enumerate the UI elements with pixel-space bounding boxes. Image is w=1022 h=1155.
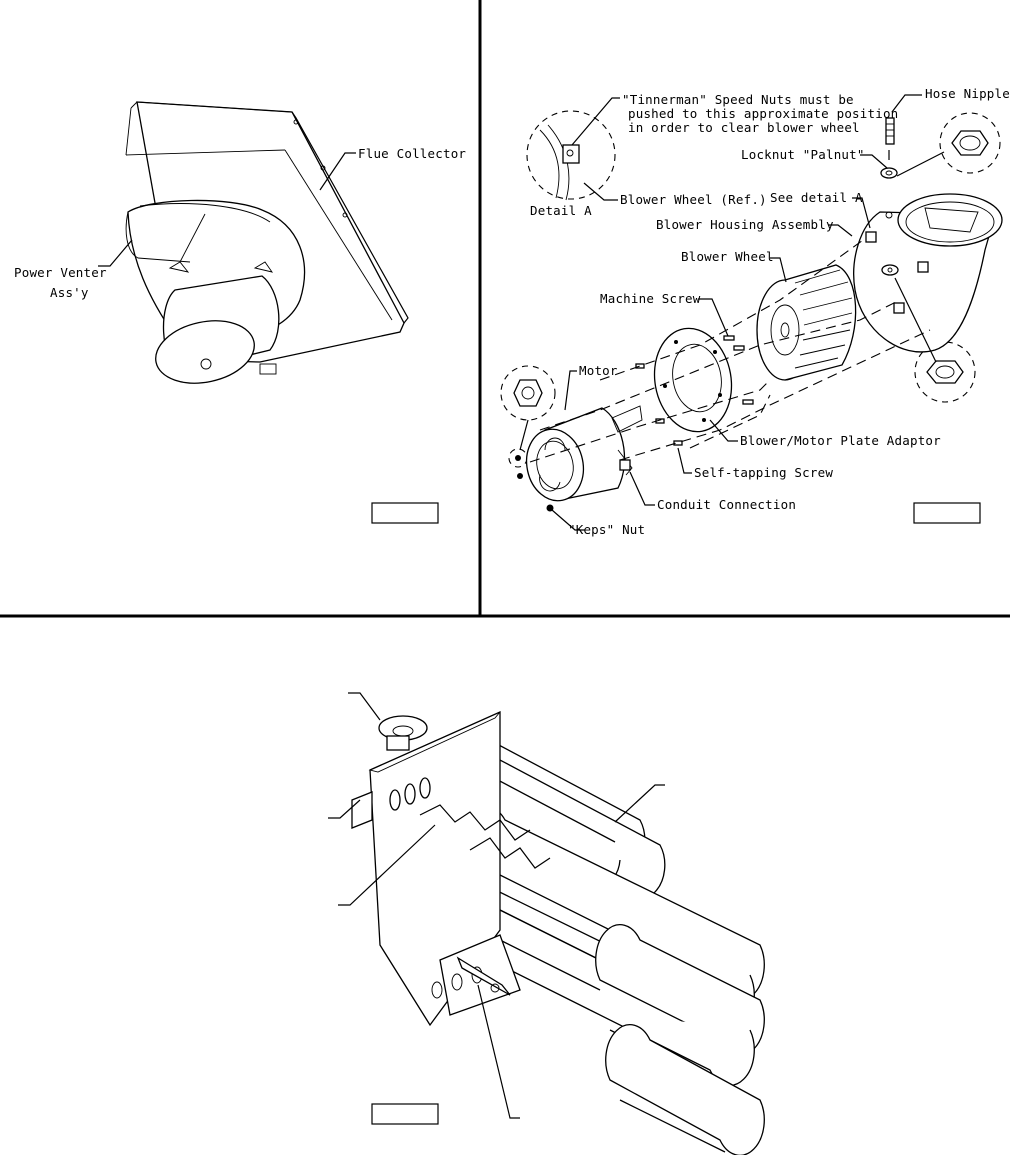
figure-box-left	[371, 502, 439, 524]
label-plate-adaptor: Blower/Motor Plate Adaptor	[740, 433, 941, 448]
label-conduit-connection: Conduit Connection	[657, 497, 796, 512]
blower-exploded-drawing	[500, 110, 1003, 512]
label-locknut: Locknut "Palnut"	[741, 147, 865, 162]
label-keps-nut: "Keps" Nut	[568, 522, 645, 537]
label-tinnerman-3: in order to clear blower wheel	[628, 120, 860, 135]
right-leaders	[519, 94, 945, 531]
label-tinnerman-1: "Tinnerman" Speed Nuts must be	[622, 92, 854, 107]
label-detail-a: Detail A	[530, 203, 592, 218]
label-self-tapping-screw: Self-tapping Screw	[694, 465, 833, 480]
panel-dividers	[0, 0, 1010, 618]
label-power-venter: Power Venter	[14, 265, 107, 280]
label-blower-housing: Blower Housing Assembly	[656, 217, 834, 232]
label-blower-wheel: Blower Wheel	[681, 249, 774, 264]
label-power-venter-assy: Ass'y	[50, 285, 89, 300]
label-motor: Motor	[579, 363, 618, 378]
label-hose-nipple: Hose Nipple	[925, 86, 1010, 101]
power-venter-drawing	[125, 101, 409, 384]
heat-exchanger-drawing	[351, 710, 765, 1155]
label-blower-wheel-ref: Blower Wheel (Ref.)	[620, 192, 767, 207]
label-machine-screw: Machine Screw	[600, 291, 701, 306]
figure-box-right	[913, 502, 981, 524]
label-tinnerman-2: pushed to this approximate position	[628, 106, 898, 121]
figure-box-bottom	[371, 1103, 439, 1125]
bottom-leaders	[328, 692, 665, 1119]
label-see-detail-a: See detail A	[770, 190, 863, 205]
label-flue-collector: Flue Collector	[358, 146, 466, 161]
